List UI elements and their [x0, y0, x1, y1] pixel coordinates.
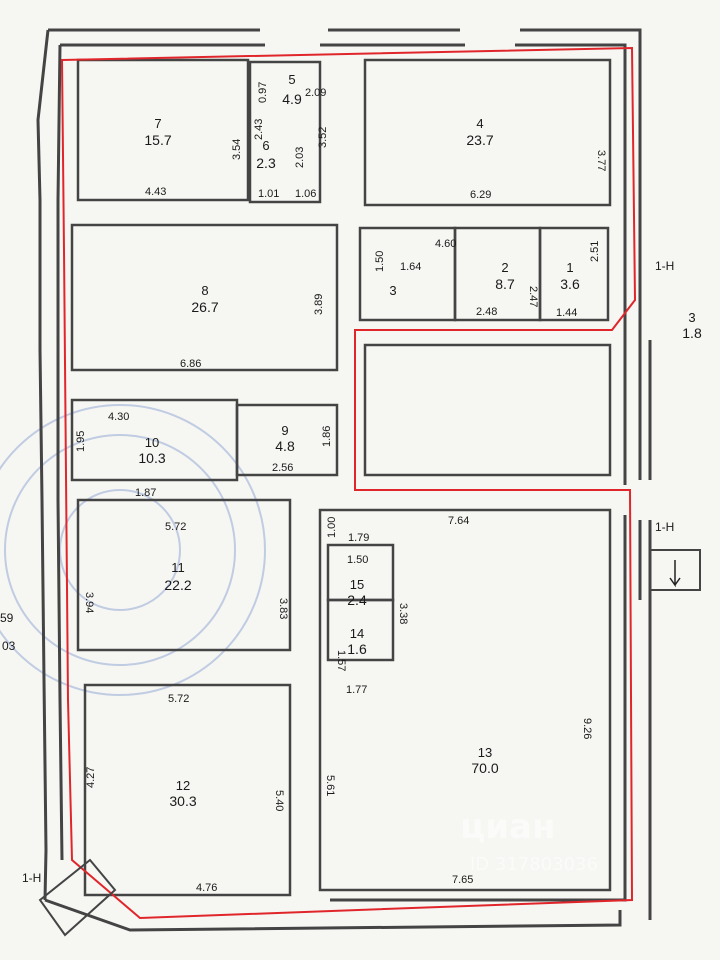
room-area: 26.7	[191, 299, 218, 315]
room-number: 4	[476, 116, 483, 131]
dimension: 1.00	[326, 517, 338, 538]
room-number: 10	[145, 435, 159, 450]
dimension: 1.86	[321, 426, 333, 447]
dimension: 1.57	[335, 650, 347, 671]
room-area: 4.8	[275, 438, 295, 454]
room-area: 30.3	[169, 793, 196, 809]
room-number: 2	[501, 260, 508, 275]
dimension: 6.86	[180, 358, 201, 370]
room-number: 3	[389, 283, 396, 298]
dimension: 2.09	[305, 87, 326, 99]
dimension: 1.79	[348, 532, 369, 544]
room-area: 10.3	[138, 450, 165, 466]
room-area: 2.4	[347, 592, 367, 608]
dimension: 4.27	[85, 767, 97, 788]
dimension: 3.52	[317, 127, 329, 148]
room-number: 1	[566, 260, 573, 275]
dimension: 5.72	[165, 521, 186, 533]
watermark-brand: циан	[460, 807, 555, 847]
room-area: 23.7	[466, 132, 493, 148]
room-number: 14	[350, 626, 364, 641]
dimension: 2.47	[527, 286, 539, 307]
dimension: 3.77	[595, 150, 607, 171]
margin-text: 03	[2, 639, 16, 653]
outer-walls	[36, 28, 652, 932]
room-number: 15	[350, 577, 364, 592]
watermark-id: ID 317803036	[470, 854, 598, 875]
dimension: 1.06	[295, 188, 316, 200]
room-area: 1.8	[682, 325, 702, 341]
dimension: 4.60	[435, 238, 456, 250]
dimension: 1.77	[346, 684, 367, 696]
dimension: 2.51	[589, 241, 601, 262]
dimension: 5.40	[273, 790, 285, 811]
dimension: 7.64	[448, 515, 469, 527]
dimension: 3.89	[313, 294, 325, 315]
entrance-arrow-icon	[669, 560, 681, 588]
dimension: 0.97	[257, 82, 269, 103]
room-number: 12	[176, 778, 190, 793]
dimension: 1.50	[374, 251, 386, 272]
room-area: 70.0	[471, 760, 498, 776]
dimension: 1.44	[556, 307, 577, 319]
section-label: 1-Н	[655, 520, 674, 534]
room-area: 4.9	[282, 91, 302, 107]
dimension: 3.38	[397, 603, 409, 624]
section-label: 1-Н	[655, 259, 674, 273]
dimension: 5.72	[168, 693, 189, 705]
dimension: 1.87	[135, 487, 156, 499]
dimension: 1.95	[75, 431, 87, 452]
room-area: 1.6	[347, 641, 367, 657]
room-number: 5	[288, 72, 295, 87]
room-number: 6	[262, 138, 269, 153]
room-area: 3.6	[560, 276, 580, 292]
room-walls	[70, 58, 612, 897]
room-number: 8	[201, 283, 208, 298]
dimension: 3.54	[231, 139, 243, 160]
dimension: 9.26	[581, 718, 593, 739]
dimension: 3.94	[83, 592, 95, 613]
dimension: 1.50	[347, 554, 368, 566]
dimension: 2.03	[294, 147, 306, 168]
room-number: 13	[478, 745, 492, 760]
dimension: 2.43	[253, 119, 265, 140]
room-area: 22.2	[164, 577, 191, 593]
section-label: 1-Н	[22, 871, 41, 885]
room-number: 3	[688, 310, 695, 325]
room-number: 7	[154, 116, 161, 131]
dimension: 4.76	[196, 882, 217, 894]
entrance-stairs	[38, 549, 701, 937]
room-area: 8.7	[495, 276, 515, 292]
dimension: 6.29	[470, 189, 491, 201]
dimension: 7.65	[452, 874, 473, 886]
room-number: 9	[281, 423, 288, 438]
room-area: 15.7	[144, 132, 171, 148]
dimension: 4.30	[108, 411, 129, 423]
dimension: 5.61	[324, 775, 336, 796]
dimension: 3.83	[277, 598, 289, 619]
dimension: 4.43	[145, 186, 166, 198]
dimension: 2.56	[272, 462, 293, 474]
room-number: 11	[171, 560, 185, 575]
dimension: 2.48	[476, 306, 497, 318]
dimension: 1.64	[400, 261, 421, 273]
room-area: 2.3	[256, 155, 276, 171]
dimension: 1.01	[258, 188, 279, 200]
premises-boundary	[60, 46, 637, 920]
margin-text: 59	[0, 611, 14, 625]
